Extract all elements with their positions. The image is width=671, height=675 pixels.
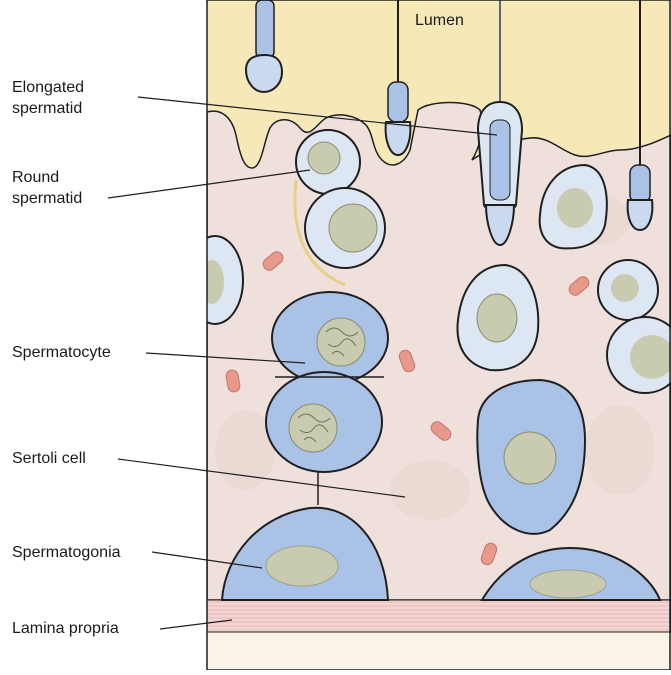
label-spermatogonia: Spermatogonia — [12, 543, 121, 563]
label-sertoli-cell: Sertoli cell — [12, 449, 86, 469]
lumen-label: Lumen — [415, 12, 464, 30]
round-cell-far-right-upper-nucleus — [611, 274, 639, 302]
label-round-spermatid-line1: Round — [12, 168, 59, 188]
label-lamina-propria: Lamina propria — [12, 619, 119, 639]
round-spermatid-mid-nucleus — [477, 294, 517, 342]
round-spermatid-lower-nucleus — [329, 204, 377, 252]
round-spermatid-top-right-nucleus — [557, 188, 593, 228]
spermatogonium-right-nucleus — [530, 570, 606, 598]
round-cell-left-nucleus — [200, 260, 224, 304]
round-spermatid-upper-nucleus — [308, 142, 340, 174]
lamina-propria-band — [207, 600, 671, 632]
label-round-spermatid-line2: spermatid — [12, 189, 82, 209]
spermatogonium-left-nucleus — [266, 546, 338, 586]
label-elongated-spermatid-line2: spermatid — [12, 99, 82, 119]
spermatocyte-upper-nucleus — [317, 318, 365, 366]
label-spermatocyte: Spermatocyte — [12, 343, 111, 363]
spermatocyte-lower-nucleus — [289, 404, 337, 452]
label-elongated-spermatid-line1: Elongated — [12, 78, 84, 98]
spermatocyte-right-nucleus — [504, 432, 556, 484]
